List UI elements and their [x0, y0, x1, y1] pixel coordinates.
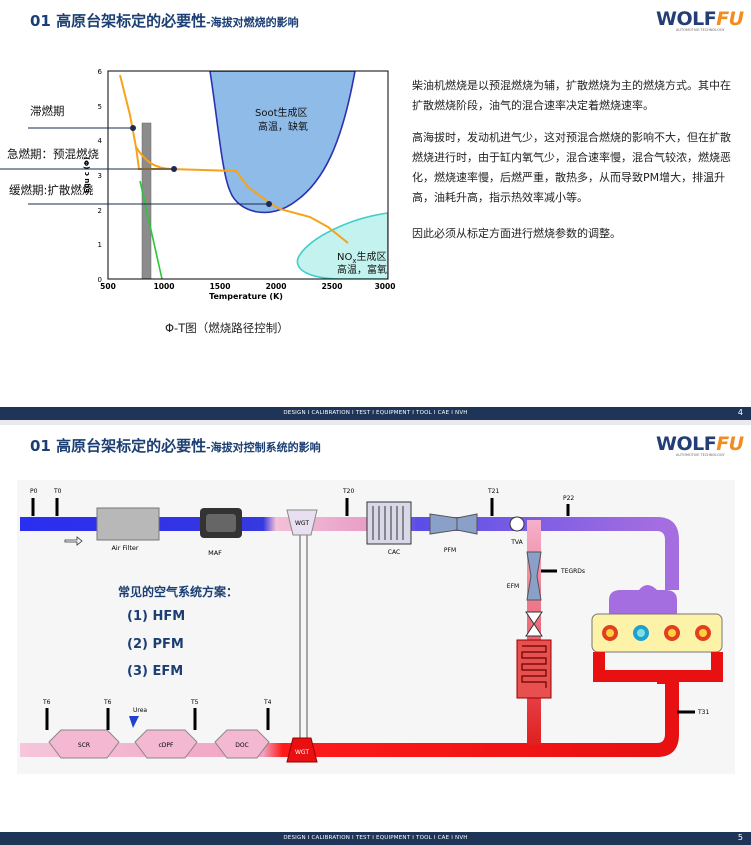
nox-region — [296, 212, 388, 279]
option-pfm: (2) PFM — [127, 637, 184, 652]
svg-text:T6: T6 — [42, 699, 51, 706]
nox-label-1: NOx生成区 — [337, 250, 387, 265]
paragraph-3: 因此必须从标定方面进行燃烧参数的调整。 — [412, 227, 621, 240]
green-line — [139, 180, 163, 280]
svg-text:1000: 1000 — [154, 282, 175, 291]
footer-bar: DESIGN I CALIBRATION I TEST I EQUIPMENT … — [0, 832, 751, 845]
options-heading: 常见的空气系统方案： — [118, 585, 239, 599]
svg-text:5: 5 — [98, 103, 102, 111]
svg-text:Urea: Urea — [133, 707, 147, 714]
svg-text:0: 0 — [98, 276, 102, 284]
label-rapid: 急燃期：预混燃烧 — [7, 147, 99, 161]
option-hfm: (1) HFM — [127, 609, 186, 624]
svg-text:cDPF: cDPF — [159, 742, 175, 749]
label-slow: 缓燃期:扩散燃烧 — [9, 183, 94, 197]
svg-text:1500: 1500 — [210, 282, 231, 291]
svg-text:500: 500 — [100, 282, 116, 291]
svg-text:T20: T20 — [342, 488, 354, 495]
svg-text:Air Filter: Air Filter — [111, 544, 138, 552]
svg-text:SCR: SCR — [78, 742, 90, 749]
x-axis-label: Temperature (K) — [209, 292, 283, 301]
doc: DOC — [214, 729, 270, 759]
svg-text:T31: T31 — [697, 709, 709, 716]
nox-label-2: 高温，富氧 — [337, 263, 387, 276]
maf: MAF — [200, 508, 242, 557]
y-axis-label: Equ c (Φ) — [83, 157, 91, 193]
phi-t-chart: 0 1 2 3 4 5 6 500 1000 1500 2000 2500 30… — [80, 63, 402, 303]
schematic-svg: Air Filter MAF WGT CAC — [20, 488, 723, 763]
svg-text:4: 4 — [98, 137, 103, 145]
phi-t-chart-svg: 0 1 2 3 4 5 6 500 1000 1500 2000 2500 30… — [83, 68, 396, 301]
efm: EFM — [507, 551, 542, 601]
svg-text:MAF: MAF — [208, 549, 222, 557]
engine-block — [591, 585, 723, 682]
svg-text:P22: P22 — [563, 495, 574, 502]
svg-text:TEGRDs: TEGRDs — [560, 568, 585, 575]
soot-label-2: 高温，缺氧 — [258, 120, 308, 133]
slide-gap — [0, 420, 751, 425]
svg-text:2000: 2000 — [266, 282, 287, 291]
svg-text:WGT: WGT — [295, 520, 309, 527]
label-retard: 滞燃期 — [30, 104, 65, 118]
cac-intercooler: CAC — [366, 501, 412, 556]
footer-text: DESIGN I CALIBRATION I TEST I EQUIPMENT … — [283, 835, 468, 841]
svg-text:DOC: DOC — [235, 742, 249, 749]
svg-text:WGT: WGT — [295, 749, 309, 756]
option-efm: (3) EFM — [127, 664, 184, 679]
chart-caption: Φ-T图（燃烧路径控制） — [165, 321, 289, 335]
page-number: 4 — [737, 408, 743, 417]
paragraph-1: 柴油机燃烧是以预混燃烧为辅，扩散燃烧为主的燃烧方式。其中在扩散燃烧阶段，油气的混… — [412, 79, 731, 112]
slide-4: 01 高原台架标定的必要性-海拔对燃烧的影响 WOLFFU AUTOMOTIVE… — [0, 0, 751, 420]
soot-region — [209, 71, 356, 214]
air-filter — [96, 507, 160, 541]
footer-bar: DESIGN I CALIBRATION I TEST I EQUIPMENT … — [0, 407, 751, 420]
wgt-turbine: WGT — [286, 737, 318, 763]
slide-5: 01 高原台架标定的必要性-海拔对控制系统的影响 WOLFFU AUTOMOTI… — [0, 425, 751, 845]
svg-text:3: 3 — [98, 172, 102, 180]
annotation-lines — [0, 127, 269, 205]
tva-valve: TVA — [509, 516, 525, 546]
svg-text:PFM: PFM — [444, 547, 456, 554]
svg-text:TVA: TVA — [510, 539, 523, 546]
paragraph-2: 高海拔时，发动机进气少，这对预混合燃烧的影响不大，但在扩散燃烧进行时，由于缸内氧… — [412, 131, 731, 204]
svg-text:T6: T6 — [103, 699, 112, 706]
slide-title: 01 高原台架标定的必要性-海拔对控制系统的影响 — [30, 437, 321, 455]
page-number: 5 — [737, 833, 743, 842]
svg-text:T5: T5 — [190, 699, 199, 706]
wolffu-logo: WOLFFU AUTOMOTIVE TECHNOLOGY — [656, 433, 744, 457]
wolffu-logo: WOLFFU AUTOMOTIVE TECHNOLOGY — [656, 8, 744, 32]
svg-text:T4: T4 — [263, 699, 272, 706]
air-system-schematic: Air Filter MAF WGT CAC — [17, 480, 735, 774]
svg-text:CAC: CAC — [388, 549, 400, 556]
svg-text:EFM: EFM — [507, 583, 519, 590]
wgt-compressor: WGT — [286, 509, 318, 536]
cdpf: cDPF — [134, 729, 198, 759]
svg-text:2500: 2500 — [322, 282, 343, 291]
egr-cooler — [516, 639, 552, 699]
combustion-path — [119, 74, 349, 244]
soot-label-1: Soot生成区 — [255, 106, 308, 119]
pfm: PFM — [429, 513, 478, 554]
svg-text:3000: 3000 — [375, 282, 396, 291]
svg-text:T0: T0 — [53, 488, 62, 495]
svg-text:T21: T21 — [487, 488, 499, 495]
svg-text:6: 6 — [98, 68, 103, 76]
slide-title: 01 高原台架标定的必要性-海拔对燃烧的影响 — [30, 12, 299, 30]
svg-text:2: 2 — [98, 207, 102, 215]
footer-text: DESIGN I CALIBRATION I TEST I EQUIPMENT … — [283, 410, 468, 416]
scr: SCR — [48, 729, 120, 759]
svg-text:P0: P0 — [30, 488, 38, 495]
svg-text:1: 1 — [98, 241, 102, 249]
